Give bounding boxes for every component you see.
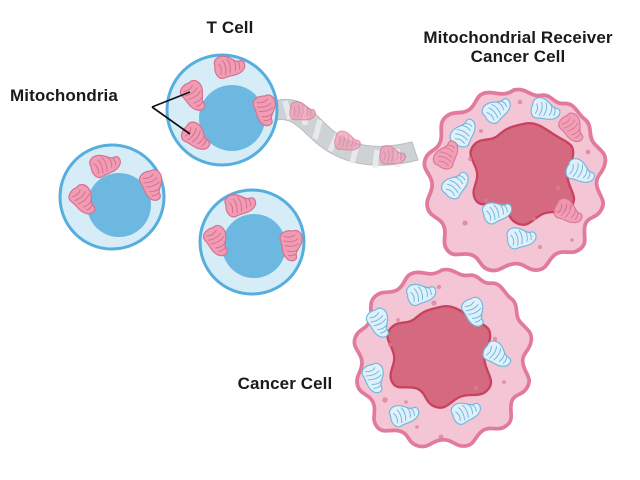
cell-t-cell-left[interactable] <box>58 143 169 251</box>
cell-cancer-plain[interactable] <box>352 267 534 449</box>
mitochondria-leader-lines <box>151 91 191 135</box>
label-t-cell: T Cell <box>206 18 254 37</box>
cell-t-cell-main[interactable] <box>165 52 281 167</box>
cytoplasm-granules <box>382 284 506 440</box>
label-cancer-cell: Cancer Cell <box>237 374 333 393</box>
cell-cancer-receiver[interactable] <box>422 87 608 273</box>
label-mitochondria: Mitochondria <box>10 86 118 105</box>
cell-t-cell-lower[interactable] <box>198 188 306 296</box>
tunneling-nanotube <box>271 98 419 169</box>
label-mitochondrial-receiver-cancer-cell: Mitochondrial Receiver Cancer Cell <box>423 28 613 67</box>
cytoplasm-granules <box>462 99 591 250</box>
